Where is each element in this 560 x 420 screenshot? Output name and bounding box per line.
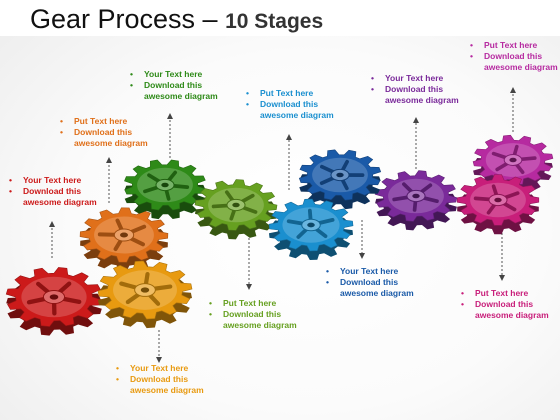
gear-stage-9 — [456, 174, 540, 235]
gear-stage-10 — [472, 134, 554, 194]
gear-stage-7 — [298, 149, 382, 210]
gear-stage-6 — [268, 198, 354, 260]
gear-stage-1 — [5, 267, 103, 336]
gear-stage-4 — [124, 159, 206, 220]
page-title: Gear Process – 10 Stages — [30, 2, 323, 41]
title-bar — [0, 0, 560, 36]
callout-stage-2: •Put Text here •Download this awesome di… — [60, 116, 148, 148]
gear-stage-3 — [97, 260, 193, 329]
gear-stage-8 — [374, 170, 458, 231]
callout-stage-8: •Your Text here •Download this awesome d… — [371, 73, 459, 105]
callout-stage-10: •Put Text here •Download this awesome di… — [470, 40, 558, 72]
title-subtitle: 10 Stages — [225, 10, 324, 33]
callout-stage-4: •Your Text here •Download this awesome d… — [130, 69, 218, 101]
callout-stage-5: •Put Text here •Download this awesome di… — [209, 298, 297, 330]
callout-stage-7: •Your Text here •Download this awesome d… — [326, 266, 414, 298]
callout-stage-9: •Put Text here •Download this awesome di… — [461, 288, 549, 320]
callout-stage-3: •Your Text here •Download this awesome d… — [116, 363, 204, 395]
gear-stage-2 — [79, 207, 169, 272]
gear-stage-5 — [194, 179, 278, 240]
title-main: Gear Process – — [30, 4, 226, 34]
callout-stage-6: •Put Text here •Download this awesome di… — [246, 88, 334, 120]
callout-stage-1: •Your Text here •Download this awesome d… — [9, 175, 97, 207]
